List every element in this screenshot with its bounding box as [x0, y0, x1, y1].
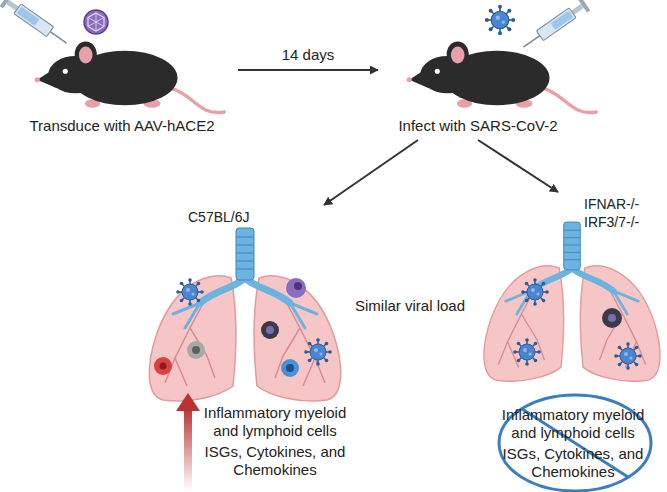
panel-text: Inflammatory myeloid and lymphoid cells: [498, 406, 648, 442]
lung-panel: IFNAR-/-IRF3/7-/- Inflammatory myeloid an…: [478, 192, 664, 488]
genotype-label: IFNAR-/-: [584, 196, 639, 213]
panel-text: ISGs, Cytokines, and Chemokines: [498, 445, 648, 481]
panel-text: ISGs, Cytokines, and Chemokines: [202, 443, 348, 479]
genotype-label: IRF3/7-/-: [584, 214, 639, 231]
panel-text: Inflammatory myeloid and lymphoid cells: [202, 404, 348, 440]
flow-arrow: [478, 140, 558, 192]
note-label: Similar viral load: [340, 297, 480, 315]
lung-panel: C57BL/6J Inflammatory myeloid and lymphoi…: [140, 205, 350, 487]
genotype-label: C57BL/6J: [188, 209, 249, 226]
mouse-panel: Transduce with AAV-hACE2: [8, 4, 238, 140]
panel-text: Transduce with AAV-hACE2: [8, 117, 236, 135]
edge-label: 14 days: [280, 46, 337, 64]
flow-arrow: [324, 140, 418, 205]
flow-arrow: [238, 69, 378, 71]
panel-text: Infect with SARS-CoV-2: [378, 117, 578, 135]
mouse-panel: Infect with SARS-CoV-2: [378, 4, 580, 140]
